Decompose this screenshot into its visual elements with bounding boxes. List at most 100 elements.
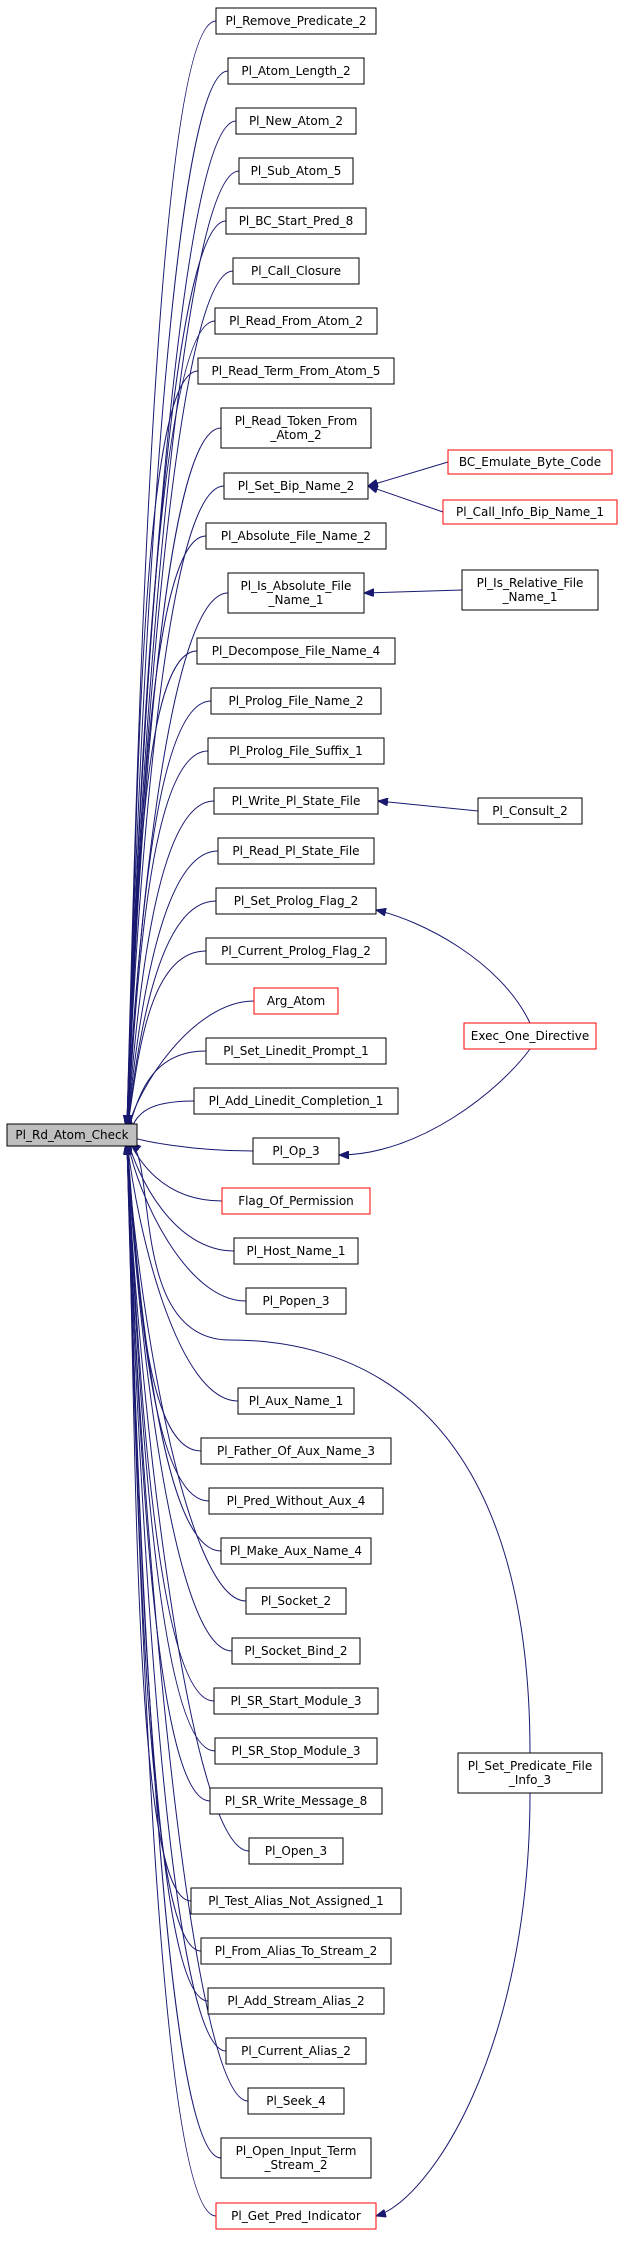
node-pl-current-alias-2[interactable]: Pl_Current_Alias_2 [225, 2037, 367, 2065]
node-pl-read-pl-state-file[interactable]: Pl_Read_Pl_State_File [217, 837, 375, 865]
node-box [220, 2137, 372, 2179]
node-pl-read-from-atom-2[interactable]: Pl_Read_From_Atom_2 [214, 307, 378, 335]
node-exec-one-directive[interactable]: Exec_One_Directive [463, 1022, 597, 1050]
node-pl-from-alias-to-stream-2[interactable]: Pl_From_Alias_To_Stream_2 [200, 1937, 392, 1965]
node-label: Pl_Atom_Length_2 [241, 64, 350, 78]
edge-n26-to-root [127, 1138, 247, 1302]
edge-n39-to-root [127, 1145, 209, 2002]
node-pl-father-of-aux-name-3[interactable]: Pl_Father_Of_Aux_Name_3 [200, 1437, 392, 1465]
node-pl-aux-name-1[interactable]: Pl_Aux_Name_1 [237, 1387, 355, 1415]
edge-m2-to-n10 [368, 486, 444, 513]
edge-n23-to-root [127, 1135, 254, 1152]
node-box [457, 1752, 603, 1794]
node-pl-decompose-file-name-4[interactable]: Pl_Decompose_File_Name_4 [196, 637, 396, 665]
node-box [205, 937, 387, 965]
node-pl-op-3[interactable]: Pl_Op_3 [252, 1137, 340, 1165]
node-pl-is-relative-file-name-1[interactable]: Pl_Is_Relative_File_Name_1 [461, 569, 599, 611]
node-pl-pred-without-aux-4[interactable]: Pl_Pred_Without_Aux_4 [208, 1487, 384, 1515]
edges [127, 20, 531, 2217]
node-pl-sr-start-module-3[interactable]: Pl_SR_Start_Module_3 [213, 1687, 379, 1715]
node-label: Pl_Read_From_Atom_2 [229, 314, 363, 328]
node-box [6, 1123, 138, 1147]
node-label: Pl_Rd_Atom_Check [15, 1128, 128, 1142]
node-flag-of-permission[interactable]: Flag_Of_Permission [221, 1187, 371, 1215]
node-box [193, 1087, 399, 1115]
node-pl-make-aux-name-4[interactable]: Pl_Make_Aux_Name_4 [220, 1537, 372, 1565]
node-pl-consult-2[interactable]: Pl_Consult_2 [477, 797, 583, 825]
node-label: Pl_Socket_2 [261, 1594, 331, 1608]
node-label: BC_Emulate_Byte_Code [459, 455, 601, 469]
node-pl-open-input-term-stream-2[interactable]: Pl_Open_Input_Term_Stream_2 [220, 2137, 372, 2179]
node-pl-current-prolog-flag-2[interactable]: Pl_Current_Prolog_Flag_2 [205, 937, 387, 965]
edge-n41-to-root [127, 1145, 249, 2102]
node-arg-atom[interactable]: Arg_Atom [253, 987, 339, 1015]
node-label: Pl_SR_Write_Message_8 [225, 1794, 367, 1808]
edge-m5-to-n18 [376, 910, 531, 1024]
node-pl-write-pl-state-file[interactable]: Pl_Write_Pl_State_File [213, 787, 379, 815]
edge-n21-to-root [127, 1050, 207, 1133]
node-box [215, 2202, 377, 2230]
node-pl-get-pred-indicator[interactable]: Pl_Get_Pred_Indicator [215, 2202, 377, 2230]
node-pl-test-alias-not-assigned-1[interactable]: Pl_Test_Alias_Not_Assigned_1 [190, 1887, 402, 1915]
nodes: Pl_Rd_Atom_Check Pl_Remove_Predicate_2Pl_… [6, 7, 618, 2230]
node-label: _Stream_2 [263, 2158, 327, 2172]
node-pl-call-info-bip-name-1[interactable]: Pl_Call_Info_Bip_Name_1 [442, 499, 618, 525]
node-pl-atom-length-2[interactable]: Pl_Atom_Length_2 [227, 57, 365, 85]
node-box [247, 2087, 345, 2115]
node-pl-absolute-file-name-2[interactable]: Pl_Absolute_File_Name_2 [205, 522, 387, 550]
node-pl-set-linedit-prompt-1[interactable]: Pl_Set_Linedit_Prompt_1 [205, 1037, 387, 1065]
node-label: Pl_Op_3 [272, 1144, 319, 1158]
node-label: Pl_Set_Predicate_File [468, 1759, 592, 1773]
node-box [209, 1787, 383, 1815]
node-box [217, 837, 375, 865]
node-pl-seek-4[interactable]: Pl_Seek_4 [247, 2087, 345, 2115]
node-pl-set-predicate-file-info-3[interactable]: Pl_Set_Predicate_File_Info_3 [457, 1752, 603, 1794]
node-pl-sub-atom-5[interactable]: Pl_Sub_Atom_5 [238, 157, 354, 185]
node-label: Arg_Atom [267, 994, 325, 1008]
node-pl-add-linedit-completion-1[interactable]: Pl_Add_Linedit_Completion_1 [193, 1087, 399, 1115]
node-pl-bc-start-pred-8[interactable]: Pl_BC_Start_Pred_8 [225, 207, 367, 235]
node-pl-host-name-1[interactable]: Pl_Host_Name_1 [233, 1237, 359, 1265]
node-bc-emulate-byte-code[interactable]: BC_Emulate_Byte_Code [447, 449, 613, 475]
node-pl-set-prolog-flag-2[interactable]: Pl_Set_Prolog_Flag_2 [215, 887, 377, 915]
node-pl-rd-atom-check[interactable]: Pl_Rd_Atom_Check [6, 1123, 138, 1147]
node-pl-socket-2[interactable]: Pl_Socket_2 [245, 1587, 347, 1615]
node-pl-set-bip-name-2[interactable]: Pl_Set_Bip_Name_2 [223, 472, 369, 500]
node-label: Pl_Read_Token_From [235, 414, 358, 428]
node-label: Pl_Is_Absolute_File [241, 579, 352, 593]
node-pl-prolog-file-suffix-1[interactable]: Pl_Prolog_File_Suffix_1 [207, 737, 385, 765]
node-label: Exec_One_Directive [471, 1029, 589, 1043]
node-box [205, 1037, 387, 1065]
node-pl-add-stream-alias-2[interactable]: Pl_Add_Stream_Alias_2 [207, 1987, 385, 2015]
node-label: Pl_Set_Prolog_Flag_2 [234, 894, 358, 908]
node-label: Pl_Set_Bip_Name_2 [238, 479, 355, 493]
edge-n43-to-root [127, 1145, 217, 2217]
node-pl-socket-bind-2[interactable]: Pl_Socket_Bind_2 [231, 1637, 361, 1665]
node-label: _Atom_2 [269, 428, 321, 442]
edge-n25-to-root [127, 1137, 235, 1252]
node-label: _Name_1 [501, 590, 557, 604]
node-pl-sr-stop-module-3[interactable]: Pl_SR_Stop_Module_3 [214, 1737, 378, 1765]
node-pl-sr-write-message-8[interactable]: Pl_SR_Write_Message_8 [209, 1787, 383, 1815]
node-pl-read-term-from-atom-5[interactable]: Pl_Read_Term_From_Atom_5 [197, 357, 395, 385]
node-label: Pl_Aux_Name_1 [249, 1394, 344, 1408]
node-box [200, 1437, 392, 1465]
node-pl-remove-predicate-2[interactable]: Pl_Remove_Predicate_2 [215, 7, 377, 35]
node-pl-prolog-file-name-2[interactable]: Pl_Prolog_File_Name_2 [210, 687, 382, 715]
node-box [196, 637, 396, 665]
node-pl-read-token-from-atom-2[interactable]: Pl_Read_Token_From_Atom_2 [220, 407, 372, 449]
node-box [221, 1187, 371, 1215]
node-box [215, 7, 377, 35]
node-label: Pl_Sub_Atom_5 [251, 164, 342, 178]
node-pl-open-3[interactable]: Pl_Open_3 [248, 1837, 344, 1865]
node-pl-new-atom-2[interactable]: Pl_New_Atom_2 [235, 107, 357, 135]
node-label: Pl_Add_Linedit_Completion_1 [209, 1094, 384, 1108]
node-pl-popen-3[interactable]: Pl_Popen_3 [245, 1287, 347, 1315]
node-label: Pl_Current_Prolog_Flag_2 [221, 944, 371, 958]
node-pl-is-absolute-file-name-1[interactable]: Pl_Is_Absolute_File_Name_1 [227, 572, 365, 614]
node-box [231, 1637, 361, 1665]
edge-m3-to-n12 [364, 590, 463, 593]
node-label: Pl_Read_Pl_State_File [232, 844, 359, 858]
node-box [207, 1987, 385, 2015]
node-pl-call-closure[interactable]: Pl_Call_Closure [232, 257, 360, 285]
